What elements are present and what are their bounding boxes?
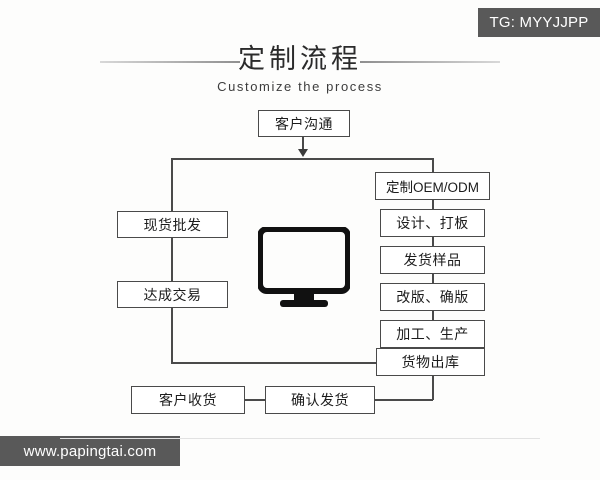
connector-shipping-to-bottom (432, 376, 434, 400)
node-left-deal-closed[interactable]: 达成交易 (117, 281, 228, 308)
node-right-custom-oem-odm[interactable]: 定制OEM/ODM (375, 172, 490, 200)
connector-right-2-3 (432, 237, 434, 246)
connector-left-spine (171, 158, 173, 363)
node-customer-receives-goods[interactable]: 客户收货 (131, 386, 245, 414)
bottom-hairline-divider (60, 438, 540, 439)
node-right-ship-sample[interactable]: 发货样品 (380, 246, 485, 274)
connector-start-to-bus (302, 136, 304, 152)
title-divider-right (360, 61, 500, 63)
node-right-processing-production[interactable]: 加工、生产 (380, 320, 485, 348)
connector-top-bus (171, 158, 434, 160)
telegram-watermark-badge: TG: MYYJJPP (478, 8, 600, 37)
node-left-stock-wholesale[interactable]: 现货批发 (117, 211, 228, 238)
monitor-icon (258, 227, 350, 307)
node-goods-shipped-out[interactable]: 货物出库 (376, 348, 485, 376)
connector-right-1-2 (432, 200, 434, 209)
connector-confirm-to-receive (245, 399, 266, 401)
page-subtitle: Customize the process (217, 79, 383, 94)
connector-bottom-to-confirm (374, 399, 433, 401)
arrow-head-start-to-bus (298, 149, 308, 157)
title-row: 定制流程 (0, 42, 600, 76)
node-confirm-shipment[interactable]: 确认发货 (265, 386, 375, 414)
node-right-design-patterning[interactable]: 设计、打板 (380, 209, 485, 237)
node-right-revise-confirm[interactable]: 改版、确版 (380, 283, 485, 311)
connector-right-3-4 (432, 274, 434, 283)
connector-right-4-5 (432, 311, 434, 320)
connector-left-spine-to-shipping (171, 362, 376, 364)
page-title: 定制流程 (238, 44, 362, 74)
page-header: 定制流程 Customize the process (0, 42, 600, 94)
title-divider-left (100, 61, 240, 63)
connector-bus-to-right-branch (432, 158, 434, 172)
website-watermark-badge: www.papingtai.com (0, 436, 180, 466)
node-start-customer-communication[interactable]: 客户沟通 (258, 110, 350, 137)
